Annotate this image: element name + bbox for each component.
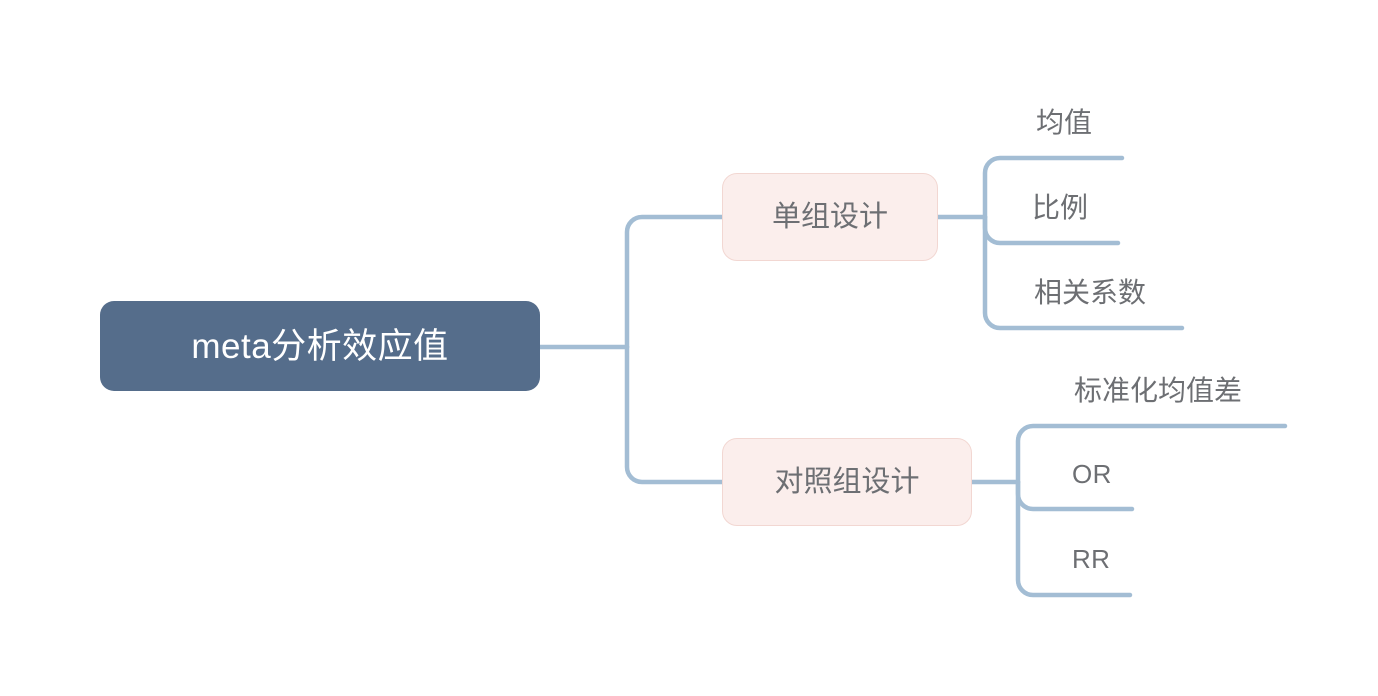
leaf-node-standardized-mean-difference[interactable]: 标准化均值差 (1074, 375, 1243, 406)
connector-spine-root-lower (624, 344, 725, 485)
branch-node-single-group-label: 单组设计 (771, 200, 888, 233)
leaf-node-proportion[interactable]: 比例 (1032, 192, 1089, 223)
connector-single-to-correlation (982, 214, 1185, 331)
connector-spine-root (624, 214, 725, 350)
leaf-node-or[interactable]: OR (1072, 459, 1112, 489)
branch-node-single-group[interactable]: 单组设计 (722, 173, 938, 261)
branch-node-control-group-label: 对照组设计 (774, 465, 920, 498)
leaf-node-mean[interactable]: 均值 (1036, 107, 1093, 138)
branch-node-control-group[interactable]: 对照组设计 (722, 438, 972, 526)
connector-control-to-smd (1015, 423, 1288, 485)
root-node[interactable]: meta分析效应值 (100, 301, 540, 391)
connector-control-to-rr (1015, 479, 1133, 598)
root-node-label: meta分析效应值 (191, 326, 449, 366)
leaf-node-correlation-coefficient[interactable]: 相关系数 (1034, 277, 1147, 308)
leaf-node-rr[interactable]: RR (1072, 544, 1111, 574)
